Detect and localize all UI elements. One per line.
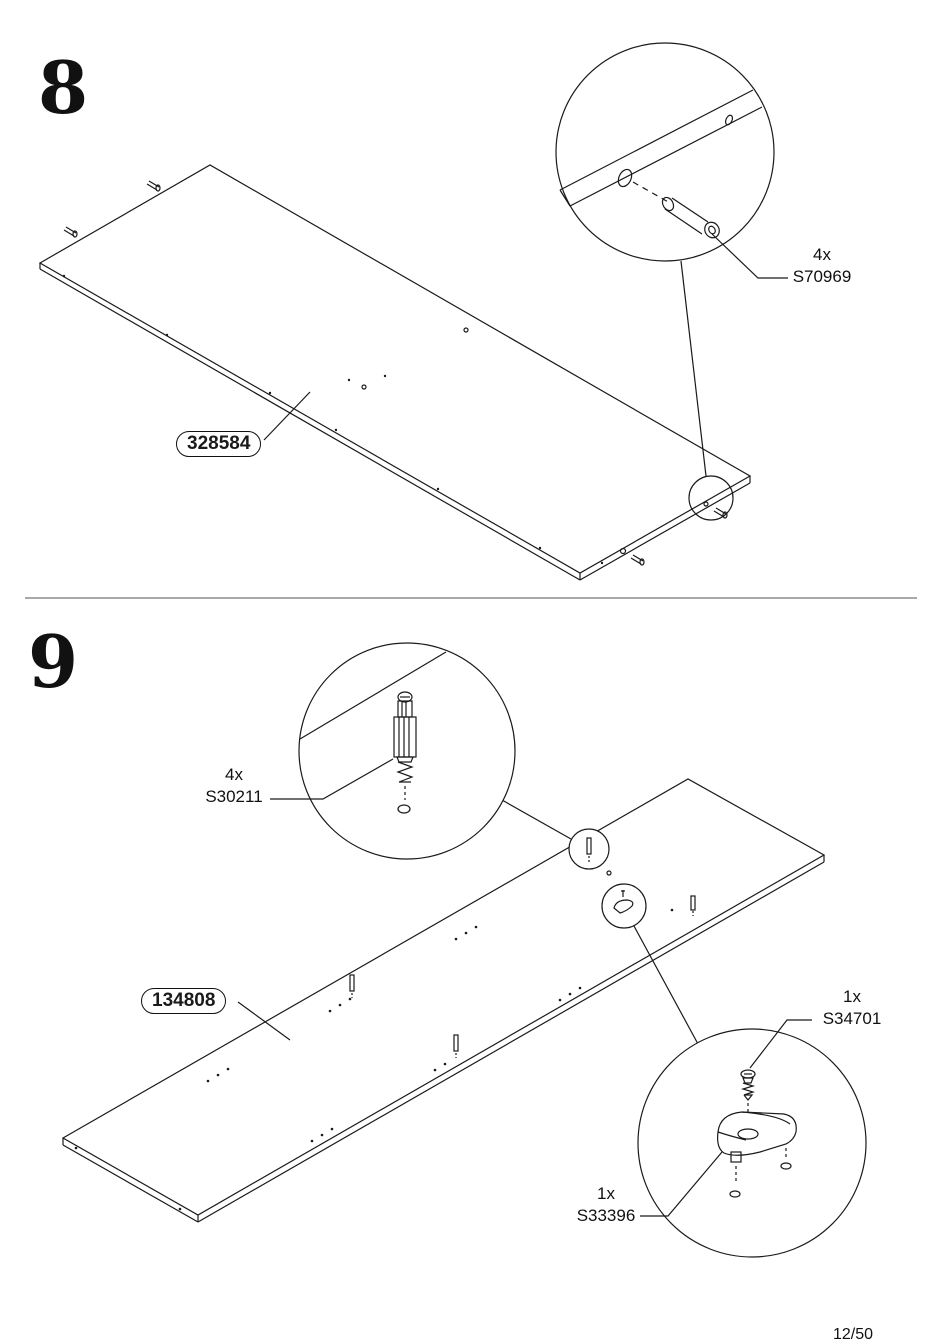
panel-hole	[703, 501, 709, 507]
hardware-qty: 4x	[225, 765, 243, 784]
cam-bolt-icon	[690, 895, 696, 916]
hardware-part-number: S33396	[576, 1206, 636, 1225]
dowel-icon	[146, 180, 161, 192]
cam-bolt-icon	[349, 974, 355, 998]
hardware-callout: 4x S70969	[786, 244, 858, 288]
panel-hole	[361, 384, 367, 390]
cam-bolt-icon	[393, 691, 417, 814]
hardware-part-number: S34701	[822, 1009, 882, 1028]
step-number-8: 8	[38, 45, 88, 130]
hardware-qty: 1x	[843, 987, 861, 1006]
step-9-bracket-detail-bubble	[637, 1019, 867, 1258]
dowel-icon	[630, 554, 645, 566]
step-8-detail-bubble	[555, 42, 788, 521]
hardware-part-number: S30211	[205, 787, 263, 806]
panel-holes	[74, 908, 674, 1211]
step-number-9: 9	[28, 619, 78, 704]
step-9-bracket-marker	[601, 883, 699, 1045]
bracket-icon	[717, 1111, 797, 1198]
dowel-icon	[713, 507, 728, 519]
panel-hole	[606, 870, 612, 876]
dowel-icon	[661, 196, 720, 239]
panel-part-tag: 328584	[176, 431, 262, 457]
step-9-bolt-detail-bubble	[270, 642, 516, 860]
hardware-qty: 1x	[597, 1184, 615, 1203]
page-number: 12/50	[833, 1326, 874, 1343]
dowel-icon	[63, 226, 78, 238]
step-9-bolt-marker	[501, 799, 610, 870]
hardware-qty: 4x	[813, 245, 831, 264]
hardware-part-number: S70969	[792, 267, 852, 286]
step-8-panel	[38, 164, 752, 581]
panel-hole	[463, 327, 469, 333]
panel-part-tag: 134808	[141, 988, 227, 1014]
panel-hole	[619, 547, 627, 555]
edge-holes	[62, 274, 604, 565]
hardware-callout: 1x S34701	[816, 986, 888, 1030]
hardware-callout: 1x S33396	[570, 1183, 642, 1227]
cam-bolt-icon	[453, 1034, 459, 1058]
hardware-callout: 4x S30211	[198, 764, 270, 808]
